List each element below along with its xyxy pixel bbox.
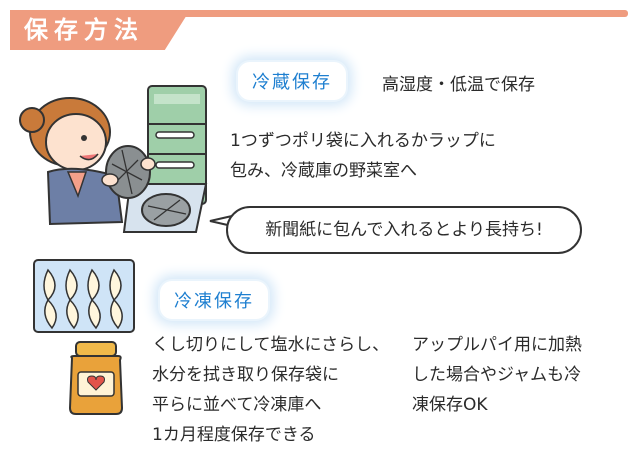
fridge-description: 1つずつポリ袋に入れるかラップに 包み、冷蔵庫の野菜室へ: [230, 126, 496, 186]
freezer-note-line: した場合やジャムも冷: [412, 365, 582, 385]
freezer-note-line: アップルパイ用に加熱: [412, 335, 582, 355]
fridge-condition: 高湿度・低温で保存: [382, 75, 535, 95]
freezer-note-line: 凍保存OK: [412, 395, 488, 415]
freezer-description-line: くし切りにして塩水にさらし、: [152, 335, 390, 355]
jam-jar-illustration: [68, 341, 124, 415]
fridge-tip-bubble: 新聞紙に包んで入れるとより長持ち!: [226, 206, 582, 254]
fridge-storage-label: 冷蔵保存: [238, 62, 346, 100]
freezer-storage-label: 冷凍保存: [160, 281, 268, 319]
page-title: 保存方法: [24, 16, 144, 44]
freezer-description-line: 1カ月程度保存できる: [152, 425, 316, 445]
woman-with-fridge-illustration: [19, 85, 208, 233]
fridge-description-line: 1つずつポリ袋に入れるかラップに: [230, 131, 496, 151]
freezer-description-line: 水分を拭き取り保存袋に: [152, 365, 339, 385]
frozen-apple-tray-illustration: [33, 259, 135, 333]
freezer-description-line: 平らに並べて冷凍庫へ: [152, 395, 322, 415]
header-rule: [150, 10, 628, 17]
fridge-description-line: 包み、冷蔵庫の野菜室へ: [230, 161, 417, 181]
freezer-description: くし切りにして塩水にさらし、 水分を拭き取り保存袋に 平らに並べて冷凍庫へ 1カ…: [152, 330, 389, 450]
freezer-note: アップルパイ用に加熱 した場合やジャムも冷 凍保存OK: [412, 330, 582, 420]
